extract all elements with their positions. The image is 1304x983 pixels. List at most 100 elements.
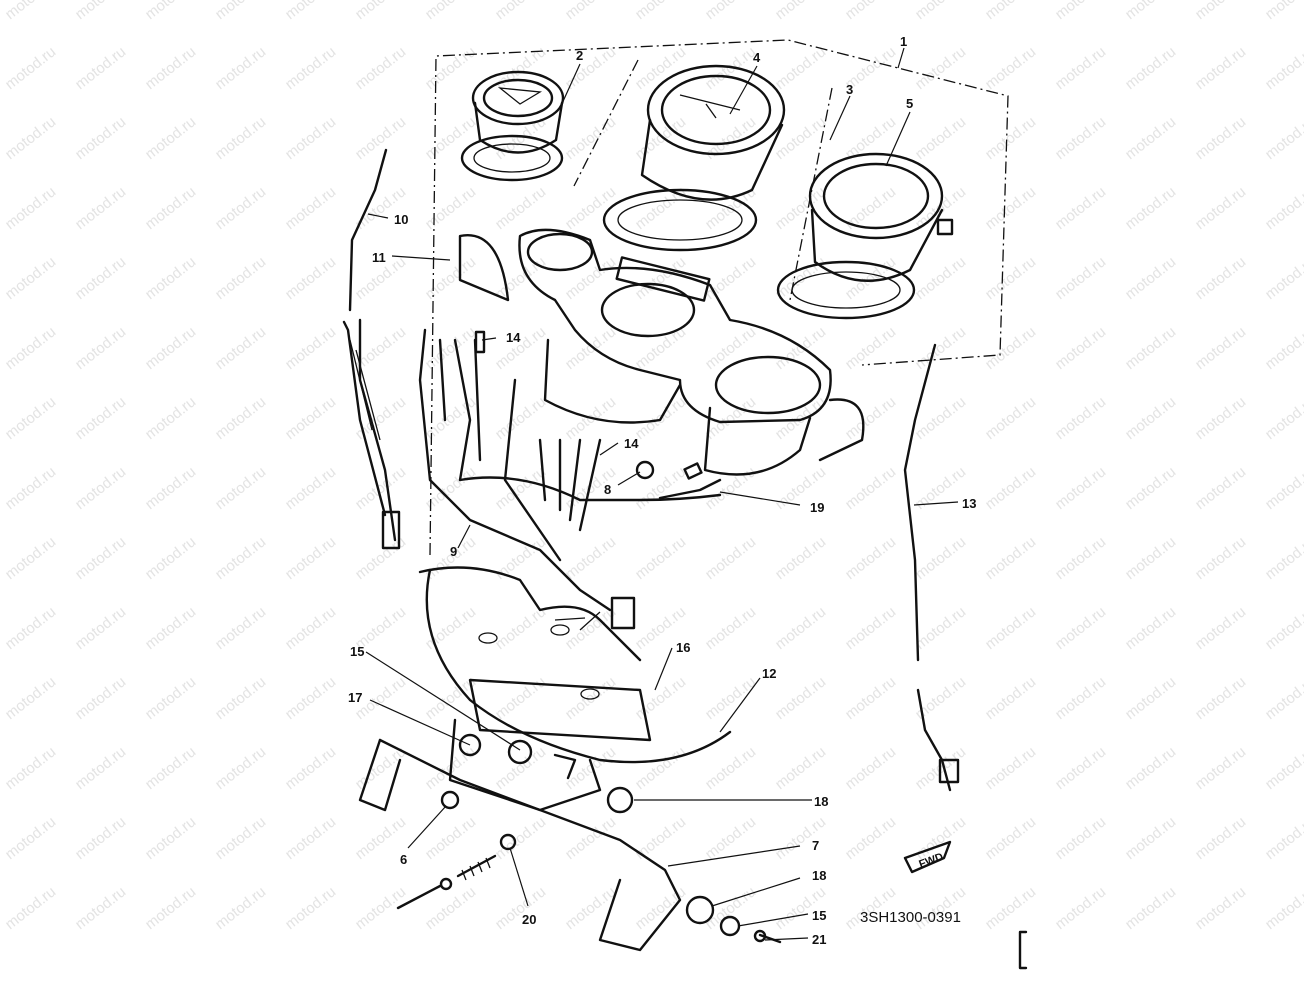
watermark-text: motod.ru: [982, 113, 1039, 163]
watermark-text: motod.ru: [982, 43, 1039, 93]
watermark-text: motod.ru: [562, 113, 619, 163]
watermark-text: motod.ru: [212, 43, 269, 93]
watermark-text: motod.ru: [842, 813, 899, 863]
watermark-text: motod.ru: [912, 463, 969, 513]
watermark-text: motod.ru: [772, 43, 829, 93]
watermark-text: motod.ru: [72, 533, 129, 583]
watermark-text: motod.ru: [72, 183, 129, 233]
watermark-text: motod.ru: [1052, 883, 1109, 933]
watermark-text: motod.ru: [142, 603, 199, 653]
watermark-text: motod.ru: [212, 743, 269, 793]
watermark-text: motod.ru: [842, 533, 899, 583]
watermark-text: motod.ru: [352, 113, 409, 163]
watermark-text: motod.ru: [492, 183, 549, 233]
watermark-text: motod.ru: [212, 463, 269, 513]
watermark-text: motod.ru: [912, 253, 969, 303]
watermark-text: motod.ru: [2, 323, 59, 373]
watermark-text: motod.ru: [422, 323, 479, 373]
callout-7: 7: [812, 838, 819, 853]
watermark-text: motod.ru: [982, 183, 1039, 233]
watermark-text: motod.ru: [842, 743, 899, 793]
watermark-text: motod.ru: [912, 113, 969, 163]
callout-18a: 18: [814, 794, 828, 809]
watermark-text: motod.ru: [2, 883, 59, 933]
watermark-text: motod.ru: [1192, 883, 1249, 933]
watermark-text: motod.ru: [702, 743, 759, 793]
watermark-text: motod.ru: [1052, 43, 1109, 93]
callout-12: 12: [762, 666, 776, 681]
watermark-text: motod.ru: [632, 113, 689, 163]
watermark-text: motod.ru: [1122, 743, 1179, 793]
watermark-text: motod.ru: [982, 0, 1039, 23]
watermark-text: motod.ru: [2, 533, 59, 583]
callout-3: 3: [846, 82, 853, 97]
watermark-text: motod.ru: [702, 883, 759, 933]
watermark-text: motod.ru: [1052, 463, 1109, 513]
watermark-text: motod.ru: [2, 463, 59, 513]
watermark-text: motod.ru: [702, 673, 759, 723]
watermark-text: motod.ru: [212, 813, 269, 863]
callout-9: 9: [450, 544, 457, 559]
watermark-text: motod.ru: [142, 533, 199, 583]
watermark-text: motod.ru: [282, 43, 339, 93]
watermark-text: motod.ru: [912, 0, 969, 23]
watermark-text: motod.ru: [212, 323, 269, 373]
watermark-text: motod.ru: [1052, 323, 1109, 373]
callout-6: 6: [400, 852, 407, 867]
watermark-text: motod.ru: [1192, 813, 1249, 863]
watermark-text: motod.ru: [72, 883, 129, 933]
watermark-text: motod.ru: [1192, 393, 1249, 443]
watermark-text: motod.ru: [2, 603, 59, 653]
watermark-text: motod.ru: [72, 393, 129, 443]
watermark-text: motod.ru: [142, 463, 199, 513]
watermark-text: motod.ru: [1262, 113, 1304, 163]
watermark-text: motod.ru: [72, 253, 129, 303]
cable-right: [903, 343, 960, 792]
watermark-text: motod.ru: [772, 533, 829, 583]
callout-16: 16: [676, 640, 690, 655]
watermark-text: motod.ru: [422, 253, 479, 303]
watermark-text: motod.ru: [1122, 43, 1179, 93]
watermark-text: motod.ru: [702, 533, 759, 583]
watermark-text: motod.ru: [72, 43, 129, 93]
watermark-text: motod.ru: [1052, 253, 1109, 303]
callout-15b: 15: [812, 908, 826, 923]
watermark-text: motod.ru: [842, 673, 899, 723]
callout-8: 8: [604, 482, 611, 497]
callout-1: 1: [900, 34, 907, 49]
watermark-text: motod.ru: [772, 323, 829, 373]
watermark-text: motod.ru: [562, 0, 619, 23]
watermark-text: motod.ru: [1052, 393, 1109, 443]
assembly-outline: [429, 39, 1009, 556]
watermark-text: motod.ru: [1122, 463, 1179, 513]
watermark-text: motod.ru: [772, 393, 829, 443]
watermark-text: motod.ru: [702, 43, 759, 93]
watermark-text: motod.ru: [142, 253, 199, 303]
callout-19: 19: [810, 500, 824, 515]
watermark-text: motod.ru: [982, 323, 1039, 373]
watermark-text: motod.ru: [282, 393, 339, 443]
watermark-text: motod.ru: [1192, 253, 1249, 303]
watermark-text: motod.ru: [352, 533, 409, 583]
watermark-text: motod.ru: [72, 813, 129, 863]
watermark-text: motod.ru: [492, 393, 549, 443]
watermark-text: motod.ru: [492, 883, 549, 933]
watermark-text: motod.ru: [422, 813, 479, 863]
watermark-text: motod.ru: [1262, 603, 1304, 653]
callout-18b: 18: [812, 868, 826, 883]
watermark-text: motod.ru: [352, 0, 409, 23]
corner-bracket: [1018, 930, 1028, 970]
watermark-text: motod.ru: [352, 43, 409, 93]
watermark-text: motod.ru: [352, 883, 409, 933]
watermark-text: motod.ru: [1262, 883, 1304, 933]
watermark-text: motod.ru: [282, 743, 339, 793]
gauge-small: [460, 70, 565, 182]
watermark-text: motod.ru: [492, 463, 549, 513]
watermark-text: motod.ru: [1192, 603, 1249, 653]
watermark-text: motod.ru: [562, 533, 619, 583]
terminals: [474, 330, 722, 500]
watermark-text: motod.ru: [982, 603, 1039, 653]
watermark-text: motod.ru: [1052, 183, 1109, 233]
watermark-text: motod.ru: [912, 43, 969, 93]
